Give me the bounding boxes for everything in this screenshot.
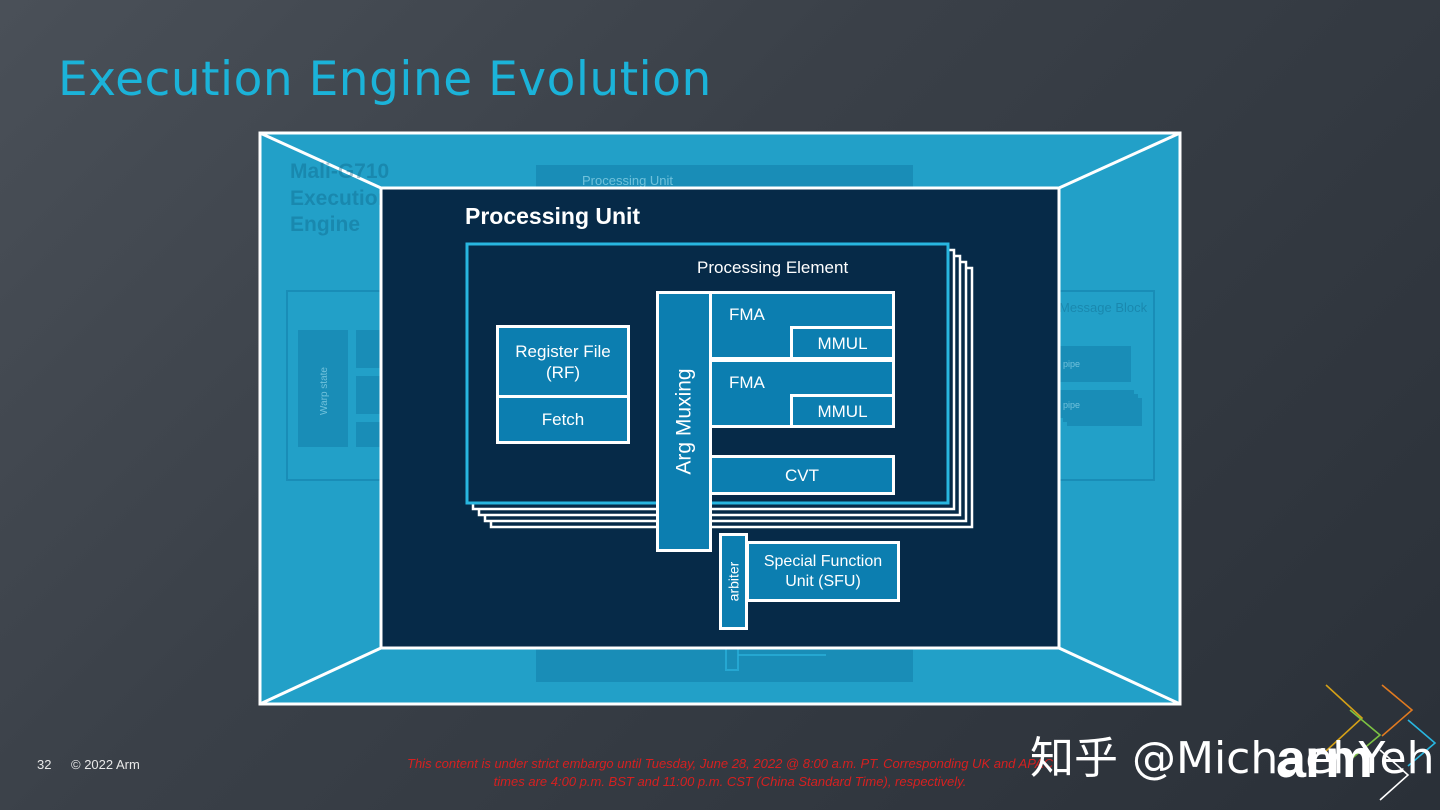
cvt-label: CVT [785, 465, 819, 485]
embargo-line-1: This content is under strict embargo unt… [407, 756, 1053, 771]
fma-label-2: FMA [729, 373, 765, 392]
sfu-label-line1: Special Function [763, 552, 883, 570]
embargo-line-2: times are 4:00 p.m. BST and 11:00 p.m. C… [493, 774, 967, 789]
processing-element-title: Processing Element [697, 258, 849, 277]
embargo-notice: This content is under strict embargo unt… [350, 755, 1110, 791]
register-file-block: Register File (RF) [496, 325, 630, 398]
arm-arrows-icon [1325, 684, 1437, 801]
bg-title-line2: Execution [290, 187, 390, 210]
arbiter-block: arbiter [719, 533, 748, 630]
bg-message-block-label: Message Block [1059, 300, 1148, 315]
faded-background-diagram: Mali-G710 Execution Engine Processing Un… [286, 160, 1155, 682]
bg-pipe-label-2: pipe [1063, 400, 1080, 410]
bg-title-line1: Mali-G710 [290, 160, 389, 183]
copyright: © 2022 Arm [71, 757, 140, 772]
arg-muxing-label: Arg Muxing [672, 368, 696, 475]
bg-warp-state-label: Warp state [319, 367, 330, 415]
sfu-block: Special Function Unit (SFU) [746, 541, 900, 602]
fetch-label: Fetch [541, 410, 585, 429]
bg-bottom-bar [536, 648, 913, 682]
bg-title-line3: Engine [290, 213, 360, 236]
arg-muxing-block: Arg Muxing [656, 291, 712, 552]
sfu-label-line2: Unit (SFU) [785, 572, 861, 590]
fetch-block: Fetch [496, 395, 630, 444]
frame-edge-bottom-right [1058, 646, 1181, 706]
arbiter-label: arbiter [725, 561, 741, 602]
bg-warp-state-block [298, 330, 348, 447]
mmul-label-2: MMUL [817, 401, 868, 421]
slide-title: Execution Engine Evolution [58, 52, 712, 107]
frame-edge-bottom-left [259, 646, 382, 706]
zhihu-watermark: 知乎 @Michael Yeh [1030, 733, 1435, 784]
mmul-block-1: MMUL [790, 326, 895, 360]
arm-logo: arm [1276, 729, 1373, 789]
processing-unit-title: Processing Unit [465, 203, 641, 229]
frame-edge-top-left [259, 131, 382, 190]
mmul-block-2: MMUL [790, 394, 895, 428]
fma-label-1: FMA [729, 305, 765, 324]
cvt-block: CVT [709, 455, 895, 495]
bg-pipe-label-1: pipe [1063, 359, 1080, 369]
bg-processing-unit-label: Processing Unit [582, 173, 673, 188]
register-file-label: Register File (RF) [515, 341, 611, 382]
mmul-label-1: MMUL [817, 333, 868, 353]
bg-processing-unit-bar [536, 165, 913, 189]
frame-edge-top-right [1058, 131, 1181, 190]
page-number: 32 [37, 757, 52, 772]
